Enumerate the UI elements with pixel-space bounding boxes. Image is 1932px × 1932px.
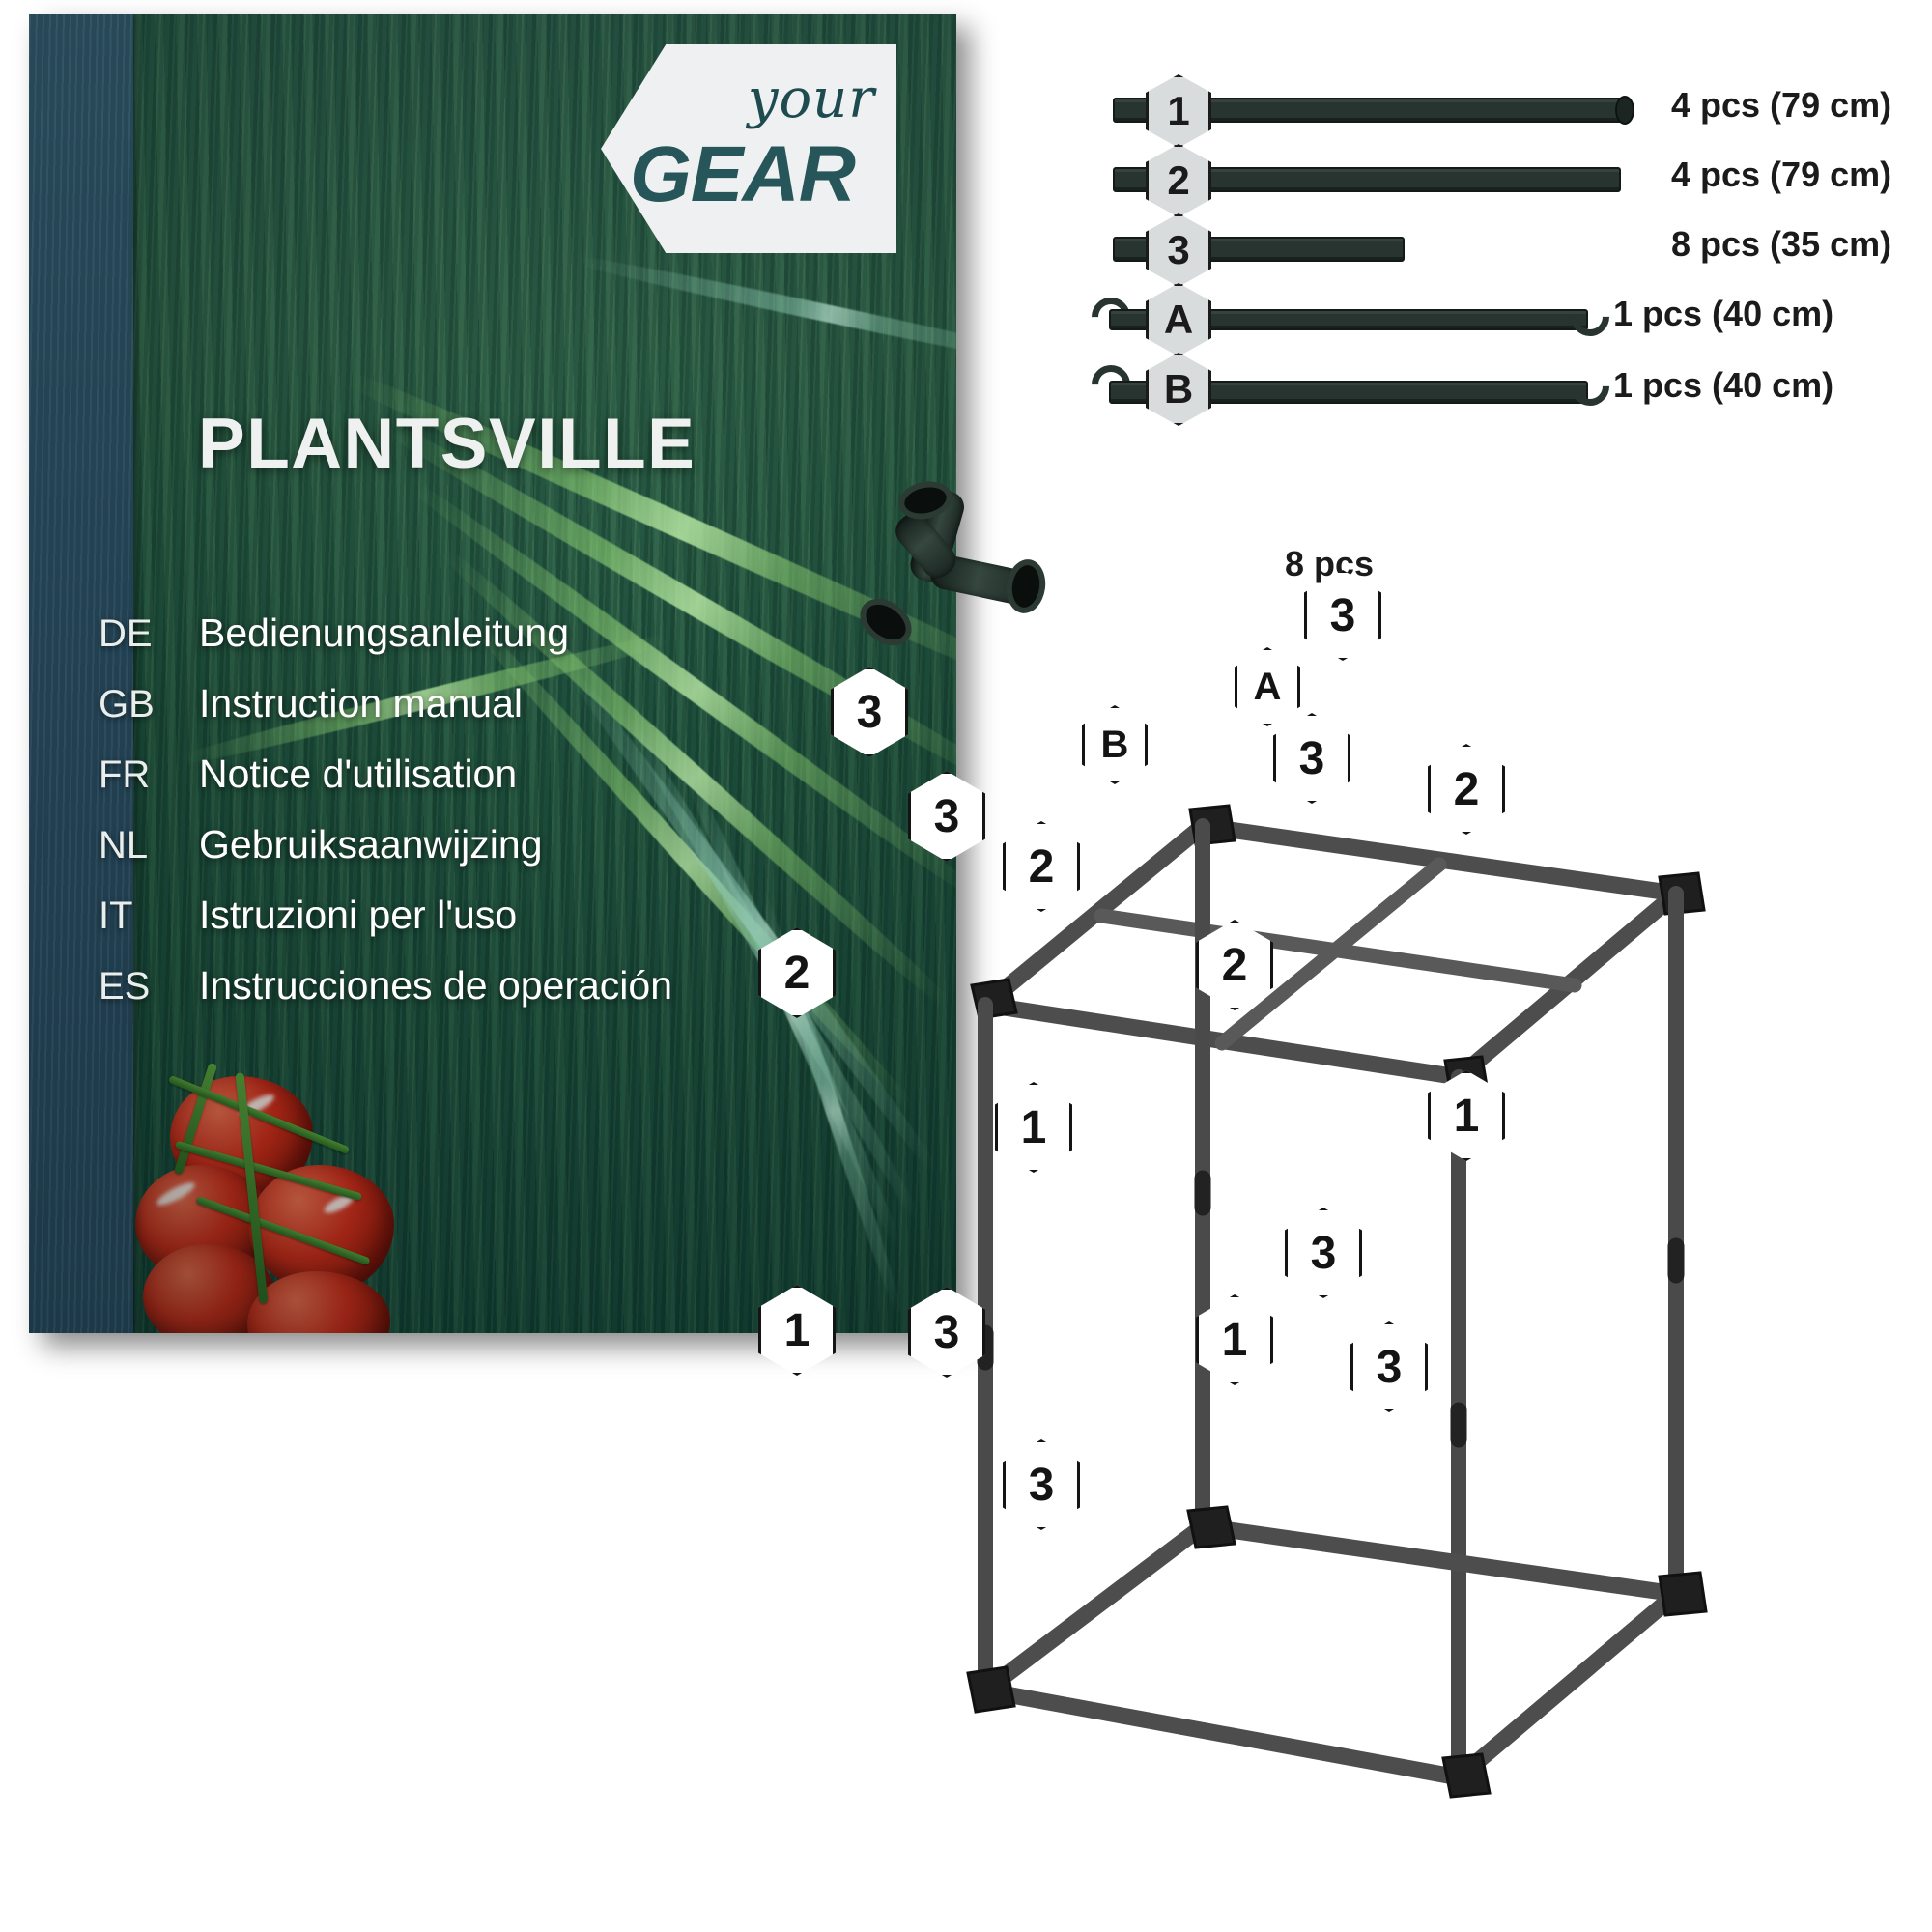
rail-B-cross bbox=[1214, 857, 1447, 1051]
language-code: FR bbox=[99, 753, 151, 796]
list-item: IT Istruzioni per l'uso bbox=[99, 893, 833, 963]
list-item: FR Notice d'utilisation bbox=[99, 752, 833, 822]
language-code: NL bbox=[99, 824, 149, 867]
cover-page: your GEAR PLANTSVILLE DE Bedienungsanlei… bbox=[29, 14, 956, 1333]
part-quantity-B: 1 pcs (40 cm) bbox=[1613, 365, 1834, 405]
part-row: 1 4 pcs (79 cm) bbox=[1092, 74, 1913, 148]
language-label: Instrucciones de operación bbox=[199, 963, 673, 1008]
frame-label-top-bar-A: A bbox=[1235, 647, 1300, 726]
language-code: IT bbox=[99, 895, 133, 937]
language-label: Bedienungsanleitung bbox=[199, 611, 569, 655]
language-list: DE Bedienungsanleitung GB Instruction ma… bbox=[99, 611, 833, 1034]
part-badge-2: 2 bbox=[1146, 144, 1211, 217]
part-quantity-3: 8 pcs (35 cm) bbox=[1671, 224, 1892, 264]
part-quantity-2: 4 pcs (79 cm) bbox=[1671, 155, 1892, 194]
connector-socket-right bbox=[1003, 556, 1049, 616]
rail-bottom-front bbox=[977, 1682, 1467, 1786]
list-item: GB Instruction manual bbox=[99, 681, 833, 752]
hook-end-right bbox=[1562, 289, 1618, 345]
part-quantity-1: 4 pcs (79 cm) bbox=[1671, 85, 1892, 125]
hexagon-logo-icon bbox=[601, 44, 896, 253]
language-label: Gebruiksaanwijzing bbox=[199, 822, 543, 867]
frame-label-top-bar-B: B bbox=[1082, 705, 1148, 784]
cover-side-strip bbox=[29, 14, 133, 1333]
connector-bottom-front-left bbox=[966, 1665, 1016, 1714]
rod-end-cap bbox=[1615, 96, 1634, 125]
frame-svg bbox=[966, 804, 1708, 1799]
part-quantity-A: 1 pcs (40 cm) bbox=[1613, 294, 1834, 333]
connector-quantity: 8 pcs bbox=[1285, 544, 1375, 583]
part-badge-3: 3 bbox=[1146, 213, 1211, 287]
hook-end-right bbox=[1562, 358, 1618, 414]
rail-bottom-back bbox=[1194, 1518, 1685, 1603]
rail-bottom-right-diag bbox=[1450, 1585, 1685, 1786]
language-code: DE bbox=[99, 612, 153, 655]
rail-bottom-left-diag bbox=[977, 1518, 1211, 1699]
frame-label-top-right-lower-3: 3 bbox=[1273, 713, 1350, 804]
language-label: Instruction manual bbox=[199, 681, 524, 725]
page-title: PLANTSVILLE bbox=[198, 405, 696, 483]
language-label: Notice d'utilisation bbox=[199, 752, 518, 796]
language-code: GB bbox=[99, 683, 155, 725]
list-item: DE Bedienungsanleitung bbox=[99, 611, 833, 681]
language-label: Istruzioni per l'uso bbox=[199, 893, 518, 937]
part-row: B 1 pcs (40 cm) bbox=[1083, 353, 1913, 426]
frame-label-top-mid-3: 3 bbox=[908, 771, 985, 862]
list-item: NL Gebruiksaanwijzing bbox=[99, 822, 833, 893]
list-item: ES Instrucciones de operación bbox=[99, 963, 833, 1034]
brand-logo: your GEAR bbox=[601, 44, 896, 253]
part-row: 2 4 pcs (79 cm) bbox=[1092, 144, 1913, 217]
connector-bottom-back-right bbox=[1658, 1571, 1708, 1617]
rail-top-left-diag bbox=[977, 817, 1211, 1013]
connector-bottom-front-right bbox=[1441, 1752, 1492, 1799]
language-code: ES bbox=[99, 965, 151, 1008]
tomato-cluster bbox=[133, 1043, 452, 1333]
logo-word-gear: GEAR bbox=[630, 130, 856, 218]
part-badge-A: A bbox=[1146, 283, 1211, 356]
parts-list: 1 4 pcs (79 cm) 2 4 pcs (79 cm) 3 8 pcs … bbox=[1083, 58, 1913, 444]
frame-label-right-upper-2: 2 bbox=[1428, 744, 1505, 835]
frame-label-front-upper-2: 2 bbox=[1003, 821, 1080, 912]
three-way-connector-icon bbox=[851, 476, 1053, 656]
rod-A bbox=[1109, 309, 1588, 330]
part-badge-1: 1 bbox=[1146, 74, 1211, 148]
frame-label-top-left-3: 3 bbox=[831, 667, 908, 757]
part-badge-B: B bbox=[1146, 353, 1211, 426]
part-row: 3 8 pcs (35 cm) bbox=[1092, 213, 1913, 287]
logo-word-your: your bbox=[747, 68, 875, 130]
part-row: A 1 pcs (40 cm) bbox=[1083, 283, 1913, 356]
assembly-diagram: 3 3 A B 3 3 2 2 2 2 1 1 1 3 3 1 3 3 bbox=[758, 570, 1932, 1922]
connector-bottom-back-left bbox=[1186, 1505, 1236, 1549]
frame-label-top-right-3: 3 bbox=[1304, 570, 1381, 661]
